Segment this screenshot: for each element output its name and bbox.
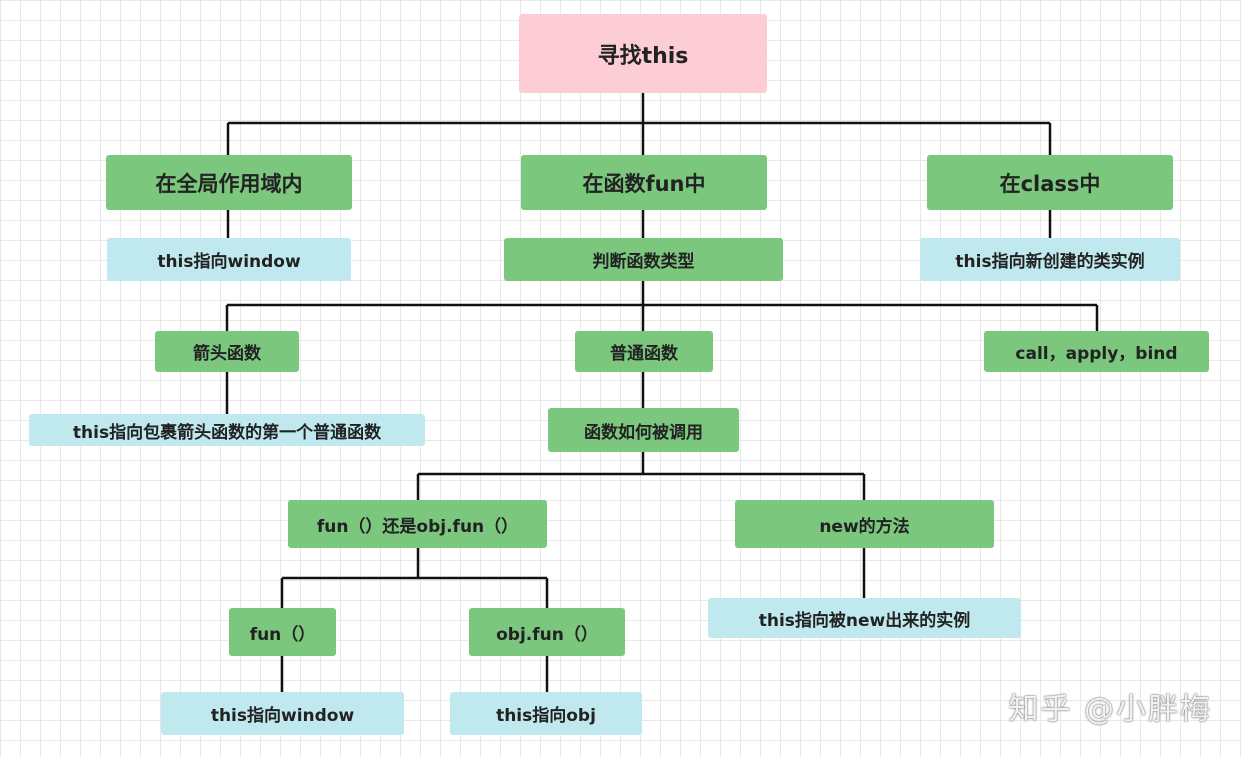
direct-or-method-call-node: fun（）还是obj.fun（）	[288, 500, 547, 548]
function-scope-node: 在函数fun中	[521, 155, 767, 210]
how-called-node: 函数如何被调用	[548, 408, 739, 452]
obj-fun-call-node: obj.fun（）	[469, 608, 625, 656]
class-scope-node: 在class中	[927, 155, 1173, 210]
fun-call-node: fun（）	[229, 608, 336, 656]
global-scope-node: 在全局作用域内	[106, 155, 352, 210]
judge-function-type-node: 判断函数类型	[504, 238, 783, 281]
class-result-node: this指向新创建的类实例	[920, 238, 1180, 281]
normal-function-node: 普通函数	[575, 331, 713, 372]
arrow-function-result-node: this指向包裹箭头函数的第一个普通函数	[29, 414, 425, 446]
global-result-node: this指向window	[107, 238, 351, 281]
new-result-node: this指向被new出来的实例	[708, 598, 1021, 638]
new-method-node: new的方法	[735, 500, 994, 548]
obj-fun-call-result-node: this指向obj	[450, 692, 642, 735]
call-apply-bind-node: call，apply，bind	[984, 331, 1209, 372]
watermark: 知乎 @小胖梅	[1008, 692, 1212, 727]
arrow-function-node: 箭头函数	[155, 331, 299, 372]
fun-call-result-node: this指向window	[161, 692, 404, 735]
root-node: 寻找this	[519, 14, 767, 93]
